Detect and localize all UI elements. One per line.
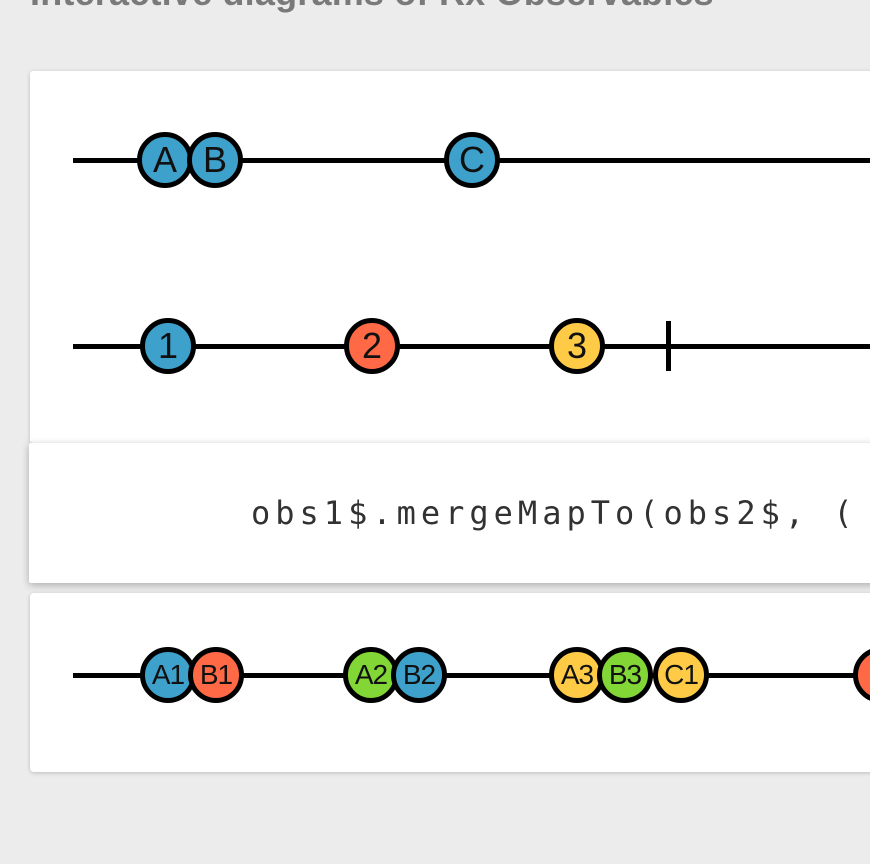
marble-1[interactable]: 1: [140, 318, 196, 374]
marble-B3[interactable]: B3: [597, 647, 653, 703]
timeline-line: [73, 344, 870, 349]
marble-B1[interactable]: B1: [188, 647, 244, 703]
timeline-line: [73, 673, 870, 678]
marble-C1[interactable]: C1: [653, 647, 709, 703]
operator-code-label: obs1$.mergeMapTo(obs2$, (: [251, 494, 858, 532]
marble-A3[interactable]: A3: [549, 647, 605, 703]
marble-C[interactable]: C: [444, 132, 500, 188]
marble-B[interactable]: B: [187, 132, 243, 188]
marble-3[interactable]: 3: [549, 318, 605, 374]
completion-marker[interactable]: [666, 321, 671, 371]
marble-A[interactable]: A: [137, 132, 193, 188]
page-title: Interactive diagrams of Rx Observables: [30, 0, 714, 17]
operator-box: obs1$.mergeMapTo(obs2$, (: [29, 443, 870, 583]
marble-2[interactable]: 2: [344, 318, 400, 374]
marble-B2[interactable]: B2: [391, 647, 447, 703]
marble-partial[interactable]: [853, 647, 870, 703]
